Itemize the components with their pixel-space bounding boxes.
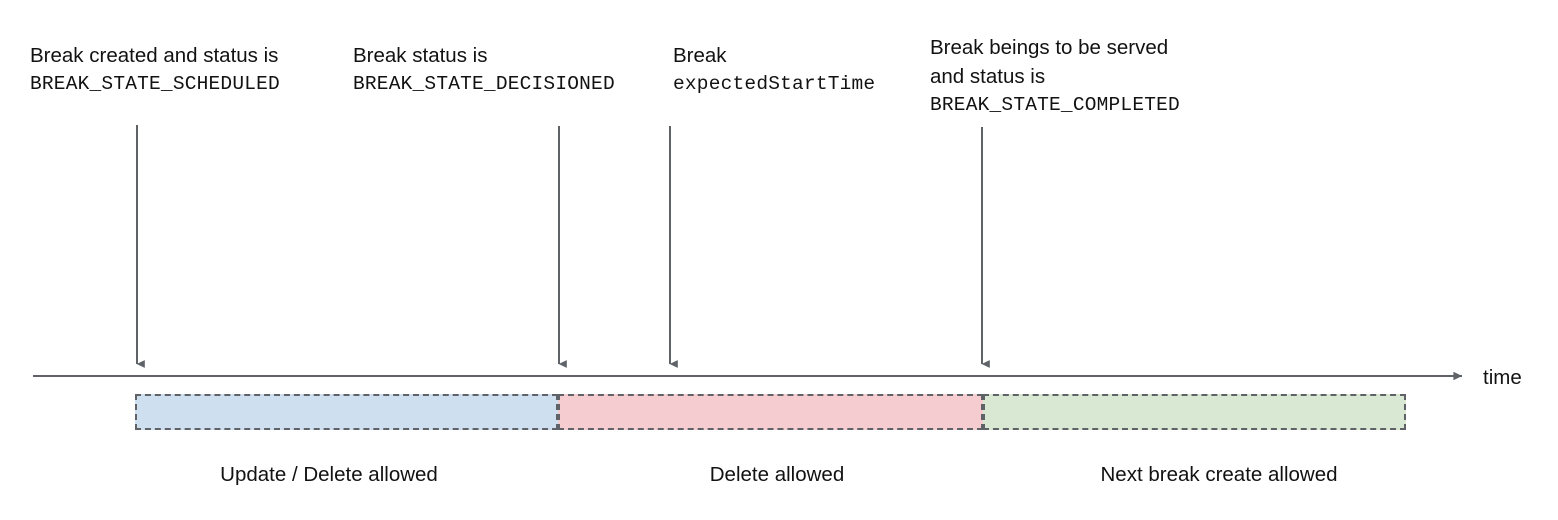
event-label-line-mono: expectedStartTime [673,73,876,95]
event-label-line: Break created and status is [30,44,279,67]
event-label-line-mono: BREAK_STATE_SCHEDULED [30,73,280,95]
event-label-completed: Break beings to be served and status is … [930,33,1180,120]
event-label-decisioned: Break status is BREAK_STATE_DECISIONED [353,41,615,99]
phase-caption-next-break-create: Next break create allowed [1100,463,1338,486]
event-label-scheduled: Break created and status is BREAK_STATE_… [30,41,280,99]
event-label-line-mono: BREAK_STATE_DECISIONED [353,73,615,95]
event-label-line-mono: BREAK_STATE_COMPLETED [930,94,1180,116]
phase-band-delete-only [558,394,983,430]
phase-caption-update-delete: Update / Delete allowed [220,463,438,486]
event-arrows-group [136,125,990,368]
phase-band-update-delete [135,394,558,430]
event-label-expected-start-time: Break expectedStartTime [673,41,875,99]
phase-caption-delete-only: Delete allowed [709,463,845,486]
event-label-line: Break beings to be served [930,36,1169,59]
event-label-line: Break [673,44,727,67]
time-axis-label: time [1483,366,1522,389]
event-label-line: Break status is [353,44,488,67]
phase-band-next-break-create [983,394,1406,430]
event-label-line: and status is [930,65,1046,88]
